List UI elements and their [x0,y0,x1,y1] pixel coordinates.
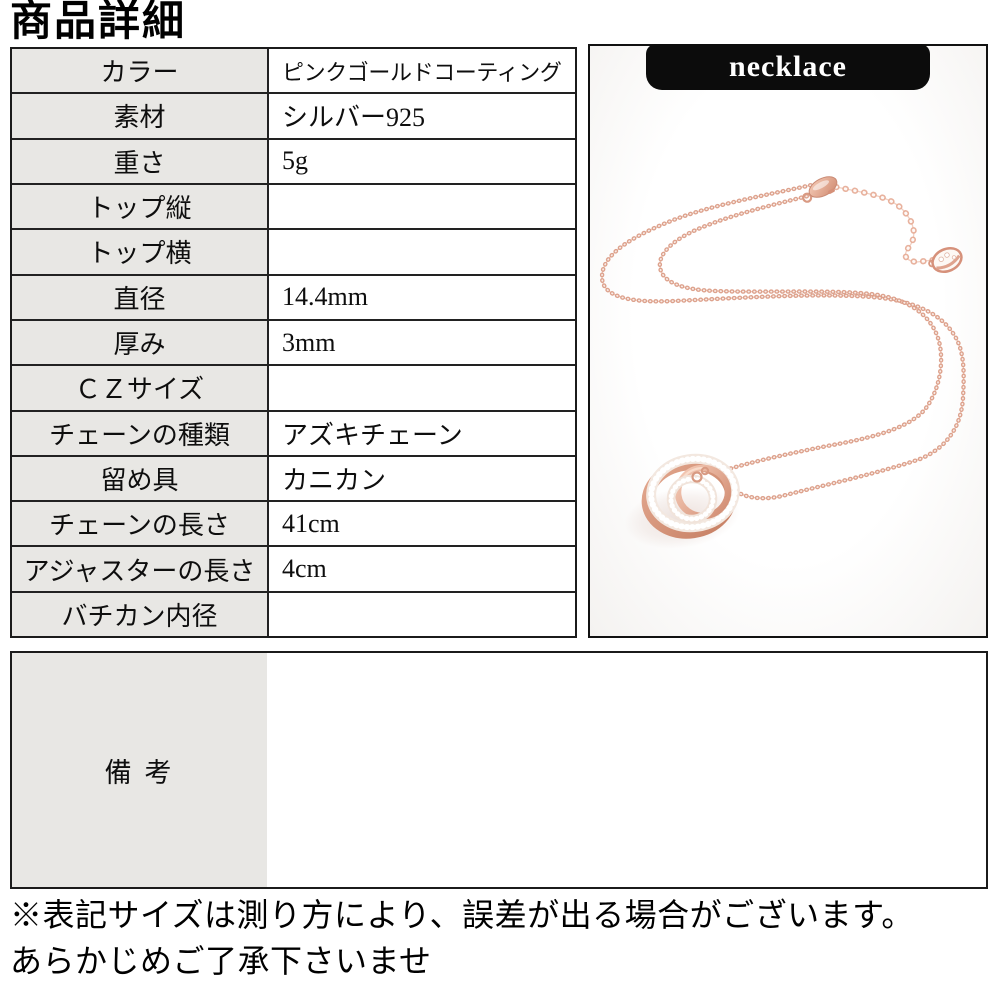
spec-label: 重さ [12,139,269,183]
table-row: 直径 14.4mm [12,273,575,319]
spec-value [269,185,575,228]
heart-charm-icon [928,246,963,274]
table-row: カラー ピンクゴールドコーティング [12,49,575,93]
spec-label: トップ縦 [12,184,269,229]
spec-label: カラー [12,49,269,93]
table-row: チェーンの種類 アズキチェーン [12,409,575,455]
spec-value: ピンクゴールドコーティング [282,59,562,85]
table-row: 素材 シルバー925 [12,92,575,138]
table-row: トップ縦 [12,182,575,229]
spec-label: 留め具 [12,456,269,501]
table-row: 留め具 カニカン [12,454,575,501]
footnote-line: あらかじめご了承下さいませ [10,942,432,979]
footnotes: ※表記サイズは測り方により、誤差が出る場合がございます。 あらかじめご了承下さい… [10,893,992,985]
spec-label: 厚み [12,320,269,365]
spec-value: シルバー925 [282,103,426,133]
product-photo-panel: necklace [588,44,988,638]
table-row: 厚み 3mm [12,318,575,365]
spec-value: 3mm [282,327,336,357]
circle-pendant [641,453,740,539]
spec-label: 素材 [12,94,269,138]
table-row: トップ横 [12,228,575,274]
spec-label: チェーンの長さ [12,502,269,546]
spec-value: 41cm [282,508,340,538]
necklace-banner: necklace [646,44,930,90]
spec-value [269,230,575,273]
spec-label: チェーンの種類 [12,411,269,455]
table-row: チェーンの長さ 41cm [12,500,575,546]
table-row: バチカン内径 [12,590,575,637]
spec-label: 直径 [12,275,269,319]
banner-label: necklace [729,50,847,83]
spec-label: アジャスターの長さ [12,547,269,591]
page-title: 商品詳細 [10,0,187,45]
remarks-box: 備 考 [10,651,988,889]
remarks-label: 備 考 [12,653,267,887]
remarks-value [267,653,986,887]
spec-value: 14.4mm [282,282,368,312]
footnote-line: ※表記サイズは測り方により、誤差が出る場合がございます。 [10,897,914,933]
table-row: 重さ 5g [12,137,575,183]
spec-value [269,366,575,409]
spec-value [269,593,575,636]
spec-value: アズキチェーン [282,420,463,450]
spec-table: カラー ピンクゴールドコーティング 素材 シルバー925 重さ 5g トップ縦 … [10,47,577,638]
spec-value: 4cm [282,554,327,584]
necklace-photo [599,176,966,549]
spec-label: バチカン内径 [12,592,269,637]
spec-label: ＣＺサイズ [12,366,269,410]
extension-chain [832,183,937,266]
lobster-clasp-icon [802,176,838,203]
necklace-chain [599,181,966,501]
spec-label: トップ横 [12,230,269,274]
spec-value: 5g [282,146,308,176]
spec-value: カニカン [282,465,387,495]
table-row: ＣＺサイズ [12,364,575,410]
table-row: アジャスターの長さ 4cm [12,545,575,591]
